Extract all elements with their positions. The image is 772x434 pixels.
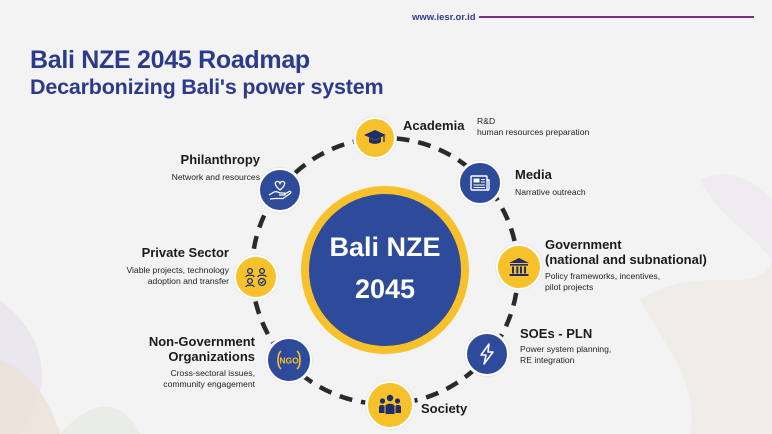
- society-title: Society: [421, 401, 468, 416]
- academia-title: Academia: [403, 118, 465, 133]
- heart-hand-icon: [268, 180, 292, 200]
- ngo-title-line1: Non-Government: [148, 334, 255, 349]
- business-network-icon: [245, 267, 267, 288]
- people-group-icon: [379, 394, 401, 414]
- ngo-desc-line1: Cross-sectoral issues,: [170, 368, 255, 378]
- page-title: Bali NZE 2045 Roadmap: [30, 46, 310, 74]
- ngo-node[interactable]: NGO: [266, 337, 312, 383]
- government-title-line1: Government: [545, 237, 622, 252]
- government-desc-line2: pilot projects: [545, 282, 594, 292]
- private-sector-desc-line2: adoption and transfer: [147, 276, 229, 286]
- media-label: Media Narrative outreach: [515, 167, 586, 198]
- ngo-label: Non-Government Organizations Cross-secto…: [120, 334, 255, 390]
- government-desc-line1: Policy frameworks, incentives,: [545, 271, 661, 281]
- philanthropy-title: Philanthropy: [180, 152, 260, 167]
- private-sector-label: Private Sector Viable projects, technolo…: [100, 245, 229, 287]
- center-inner-circle: [309, 194, 461, 346]
- center-label-line2: 2045: [354, 274, 416, 304]
- newspaper-icon: [470, 175, 490, 191]
- academia-label: Academia: [403, 118, 464, 133]
- media-desc: Narrative outreach: [515, 187, 586, 197]
- private-sector-title: Private Sector: [141, 245, 229, 260]
- government-title-line2: (national and subnational): [545, 252, 707, 267]
- media-title: Media: [515, 167, 552, 182]
- soes-desc-line2: RE integration: [520, 355, 575, 365]
- government-node[interactable]: [496, 244, 542, 290]
- center-label-line1: Bali NZE: [329, 232, 441, 262]
- government-building-icon: [509, 258, 529, 276]
- philanthropy-label: Philanthropy Network and resources: [130, 152, 260, 183]
- private-sector-desc-line1: Viable projects, technology: [126, 265, 229, 275]
- lightning-icon: [480, 343, 494, 365]
- society-label: Society: [421, 401, 467, 416]
- media-node[interactable]: [458, 161, 502, 205]
- academia-desc-line2: human resources preparation: [477, 127, 590, 137]
- page-subtitle: Decarbonizing Bali's power system: [30, 75, 384, 99]
- soes-desc-line1: Power system planning,: [520, 344, 612, 354]
- soes-label: SOEs - PLN Power system planning, RE int…: [520, 326, 611, 366]
- philanthropy-node[interactable]: [258, 168, 302, 212]
- ngo-badge-text: NGO: [279, 356, 299, 366]
- ngo-icon: NGO: [277, 350, 301, 370]
- graduation-cap-icon: [364, 130, 386, 144]
- ngo-desc-line2: community engagement: [163, 379, 255, 389]
- header-divider: [479, 16, 754, 18]
- academia-description: R&D human resources preparation: [477, 116, 589, 138]
- center-label: Bali NZE 2045: [305, 226, 465, 310]
- soes-node[interactable]: [465, 332, 509, 376]
- private-sector-node[interactable]: [234, 255, 278, 299]
- society-node[interactable]: [366, 381, 414, 429]
- soes-title: SOEs - PLN: [520, 326, 593, 341]
- philanthropy-desc: Network and resources: [171, 172, 260, 182]
- site-url[interactable]: www.iesr.or.id: [412, 12, 476, 23]
- academia-desc-line1: R&D: [477, 116, 496, 126]
- academia-node[interactable]: [354, 117, 396, 159]
- government-label: Government (national and subnational) Po…: [545, 237, 707, 293]
- ngo-title-line2: Organizations: [168, 349, 255, 364]
